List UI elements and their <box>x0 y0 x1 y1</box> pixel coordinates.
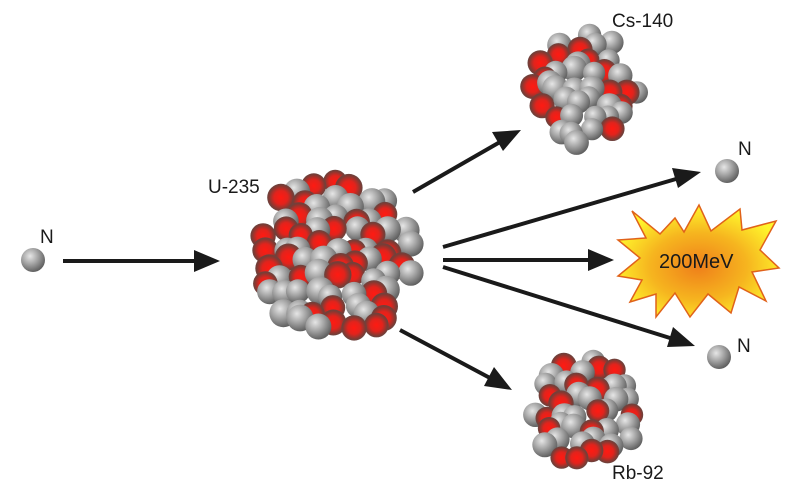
arrow-to-neutron-1-head <box>672 168 701 188</box>
arrow-to-neutron-2 <box>442 265 671 340</box>
rubidium-label: Rb-92 <box>612 463 664 484</box>
reaction-arrows <box>63 130 701 390</box>
energy-burst-icon <box>616 203 781 320</box>
arrow-to-neutron-1 <box>442 177 677 249</box>
arrow-to-neutron-2-head <box>667 327 695 347</box>
energy-burst: 200MeV <box>616 203 781 320</box>
cesium-nucleus <box>520 23 648 155</box>
uranium-nucleus <box>250 169 424 341</box>
arrow-incoming-head <box>194 250 220 272</box>
arrow-to-cesium-head <box>492 130 521 151</box>
neutron-particle <box>619 426 643 451</box>
proton-particle <box>364 312 389 338</box>
arrow-to-energy-head <box>588 249 614 271</box>
arrow-to-cesium <box>412 140 501 194</box>
outgoing-neutron-1-label: N <box>738 139 752 160</box>
arrow-to-rubidium-head <box>484 367 512 390</box>
neutron-particle <box>398 260 424 286</box>
proton-particle <box>341 315 367 341</box>
neutron-ball-icon <box>21 248 45 272</box>
neutron-particle <box>398 231 424 257</box>
neutron-ball-icon <box>715 159 739 183</box>
neutron-particle <box>600 30 624 55</box>
proton-particle <box>324 261 352 289</box>
proton-particle <box>267 183 295 212</box>
incoming-neutron-label: N <box>40 227 54 248</box>
proton-particle <box>546 43 570 67</box>
neutron-particle <box>285 279 310 304</box>
neutron-particle <box>561 55 587 82</box>
incoming-neutron: N <box>21 227 54 272</box>
proton-particle <box>565 446 589 470</box>
rubidium-nucleus <box>523 349 644 470</box>
arrow-to-rubidium <box>399 328 491 380</box>
outgoing-neutron-1: N <box>715 139 752 183</box>
proton-particle <box>586 399 610 423</box>
outgoing-neutron-2-label: N <box>737 336 751 357</box>
neutron-ball-icon <box>707 345 731 369</box>
neutron-particle <box>564 130 589 155</box>
neutron-particle <box>532 432 558 458</box>
neutron-particle <box>580 118 604 141</box>
cesium-label: Cs-140 <box>612 11 673 32</box>
uranium-label: U-235 <box>208 177 260 198</box>
outgoing-neutron-2: N <box>707 336 751 369</box>
neutron-particle <box>305 313 332 340</box>
energy-label: 200MeV <box>659 251 734 273</box>
proton-particle <box>600 116 625 141</box>
